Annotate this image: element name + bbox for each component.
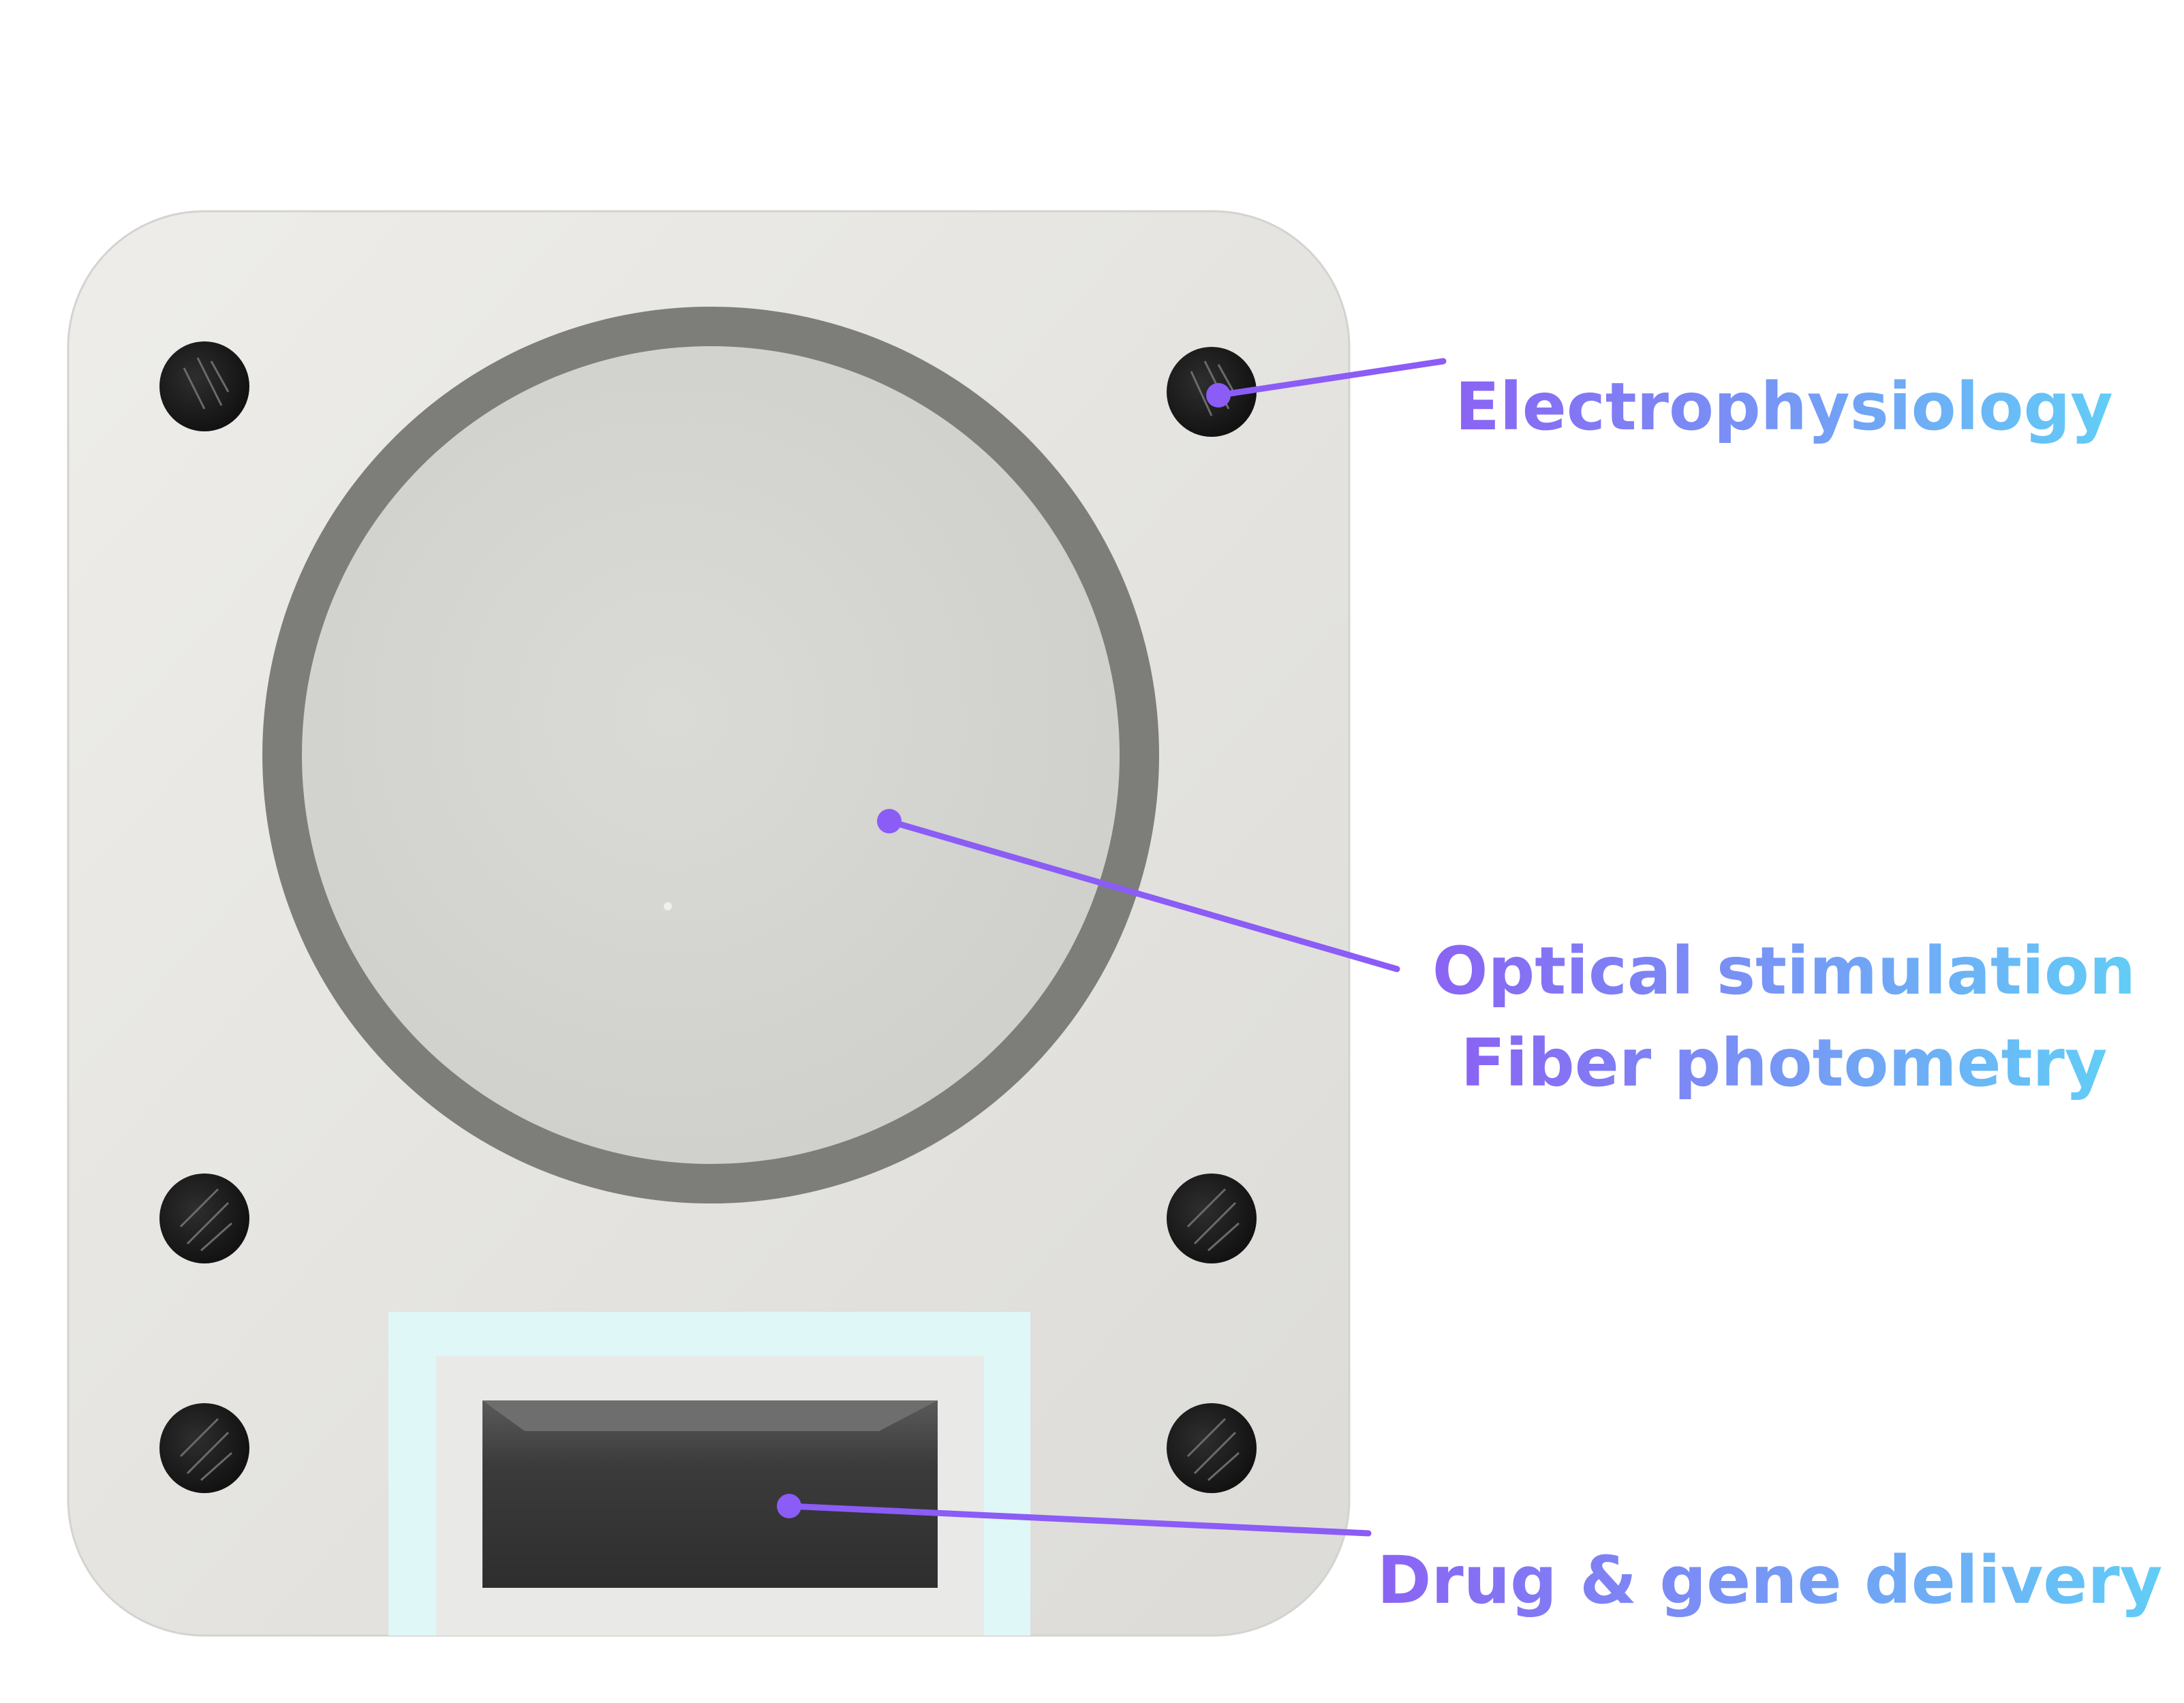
callout-lines <box>777 358 1447 1537</box>
electrode-dot-icon <box>159 1403 249 1493</box>
electrode-dot-icon <box>1167 1173 1257 1263</box>
electrode-dot-icon <box>1167 1403 1257 1493</box>
electrophysiology-leader <box>1215 358 1447 399</box>
optical-stimulation-label: Optical stimulation <box>1432 933 2136 1009</box>
callout-dot-icon <box>777 1494 801 1518</box>
electrode-dot-icon <box>159 1173 249 1263</box>
fluidic-port <box>388 1312 1030 1636</box>
callout-dot-icon <box>1206 383 1231 408</box>
callout-dot-icon <box>877 809 902 833</box>
optical-window <box>262 307 1159 1203</box>
electrode-dot-icon <box>159 341 249 431</box>
drug-delivery-leader <box>786 1503 1372 1537</box>
fiber-photometry-label: Fiber photometry <box>1461 1025 2108 1101</box>
callout-labels: Electrophysiology Optical stimulation Fi… <box>1377 369 2163 1618</box>
electrophysiology-label: Electrophysiology <box>1455 369 2112 445</box>
electrode-contacts <box>159 341 1257 1493</box>
optical-leader <box>886 818 1400 972</box>
drug-gene-delivery-label: Drug & gene delivery <box>1377 1542 2163 1618</box>
